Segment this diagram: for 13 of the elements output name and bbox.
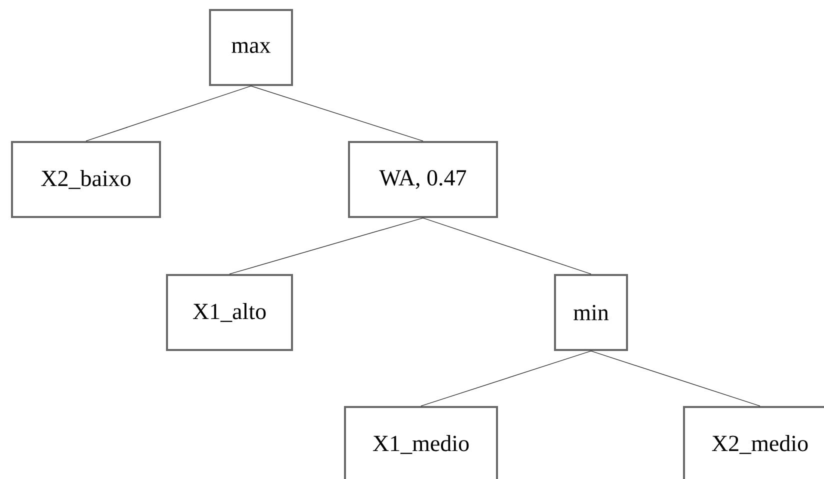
connector-line xyxy=(250,86,424,142)
tree-box: X1_medio xyxy=(344,406,498,479)
connector-line xyxy=(420,350,592,406)
tree-box: max xyxy=(209,9,293,86)
connector-line xyxy=(422,218,592,274)
tree-box: min xyxy=(554,274,628,351)
connector-line xyxy=(590,350,760,406)
tree-box: X2_baixo xyxy=(11,141,161,218)
tree-box: WA, 0.47 xyxy=(348,141,498,218)
connector-line xyxy=(86,86,252,142)
connector-line xyxy=(229,218,424,274)
tree-box: X1_alto xyxy=(166,274,293,351)
tree-box: X2_medio xyxy=(683,406,824,479)
